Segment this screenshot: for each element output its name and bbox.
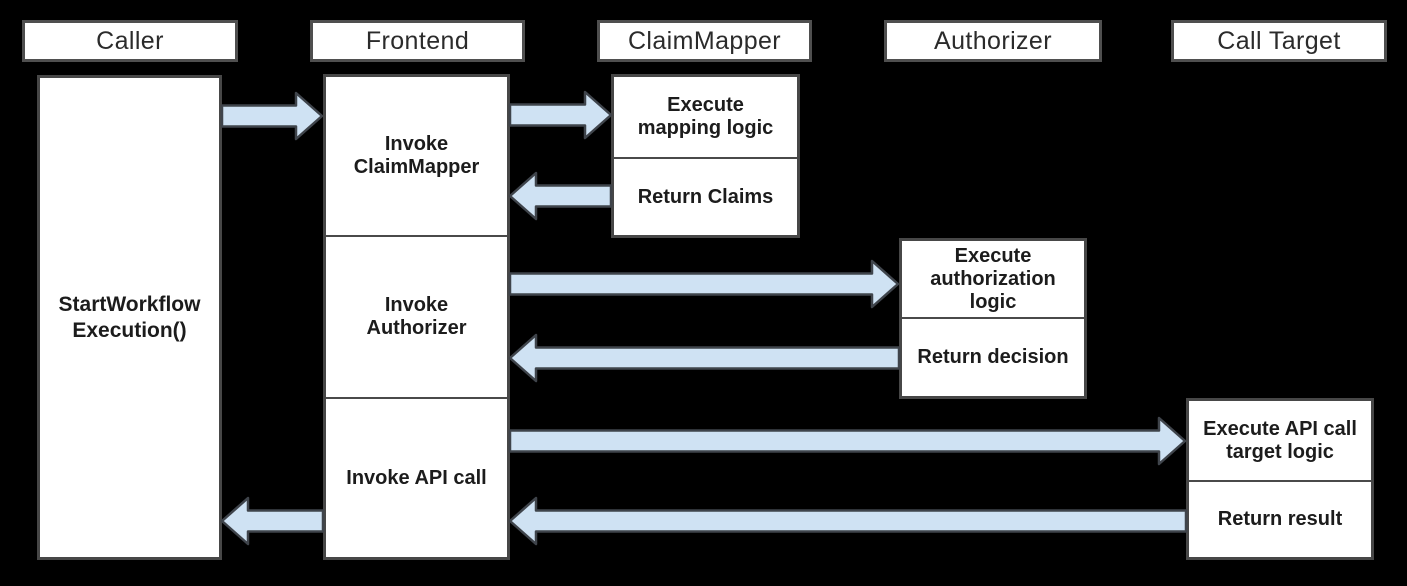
invoke-claimmapper-box: Invoke ClaimMapper — [353, 133, 480, 178]
arrow-claimmapper-return-claims-icon — [508, 171, 613, 221]
lane-header-authorizer-label: Authorizer — [934, 26, 1052, 55]
arrow-authorizer-return-decision-icon — [508, 333, 901, 383]
lane-header-frontend: Frontend — [310, 20, 525, 62]
arrow-call-target-return-result-icon — [508, 496, 1188, 546]
lane-header-caller: Caller — [22, 20, 238, 62]
execute-api-call-target-logic-box: Execute API call target logic — [1203, 417, 1357, 463]
lane-header-authorizer: Authorizer — [884, 20, 1102, 62]
lane-header-call-target: Call Target — [1171, 20, 1387, 62]
caller-activation-box: StartWorkflow Execution() — [37, 75, 222, 560]
frontend-activation-box: Invoke ClaimMapper Invoke Authorizer Inv… — [323, 74, 510, 560]
lane-header-claimmapper-label: ClaimMapper — [627, 26, 782, 55]
lane-header-frontend-label: Frontend — [365, 26, 470, 55]
lane-header-call-target-label: Call Target — [1217, 26, 1341, 55]
return-result-box: Return result — [1189, 480, 1371, 557]
arrow-frontend-to-caller-icon — [220, 496, 325, 546]
arrow-frontend-to-authorizer-icon — [508, 259, 900, 309]
claimmapper-activation-box: Execute mapping logic Return Claims — [611, 74, 800, 238]
authorizer-activation-box: Execute authorization logic Return decis… — [899, 238, 1087, 399]
invoke-api-call-box: Invoke API call — [326, 397, 507, 557]
start-workflow-execution-box: StartWorkflow Execution() — [58, 292, 201, 342]
return-decision-box: Return decision — [902, 317, 1084, 396]
return-claims-box: Return Claims — [614, 157, 797, 235]
arrow-caller-to-frontend-icon — [220, 91, 324, 141]
lane-header-claimmapper: ClaimMapper — [597, 20, 812, 62]
arrow-frontend-to-call-target-icon — [508, 416, 1187, 466]
arrow-frontend-to-claimmapper-icon — [508, 90, 613, 140]
invoke-authorizer-box: Invoke Authorizer — [326, 235, 507, 397]
lane-header-caller-label: Caller — [96, 26, 164, 55]
execute-mapping-logic-box: Execute mapping logic — [637, 94, 774, 139]
execute-authorization-logic-box: Execute authorization logic — [930, 244, 1056, 313]
call-target-activation-box: Execute API call target logic Return res… — [1186, 398, 1374, 560]
